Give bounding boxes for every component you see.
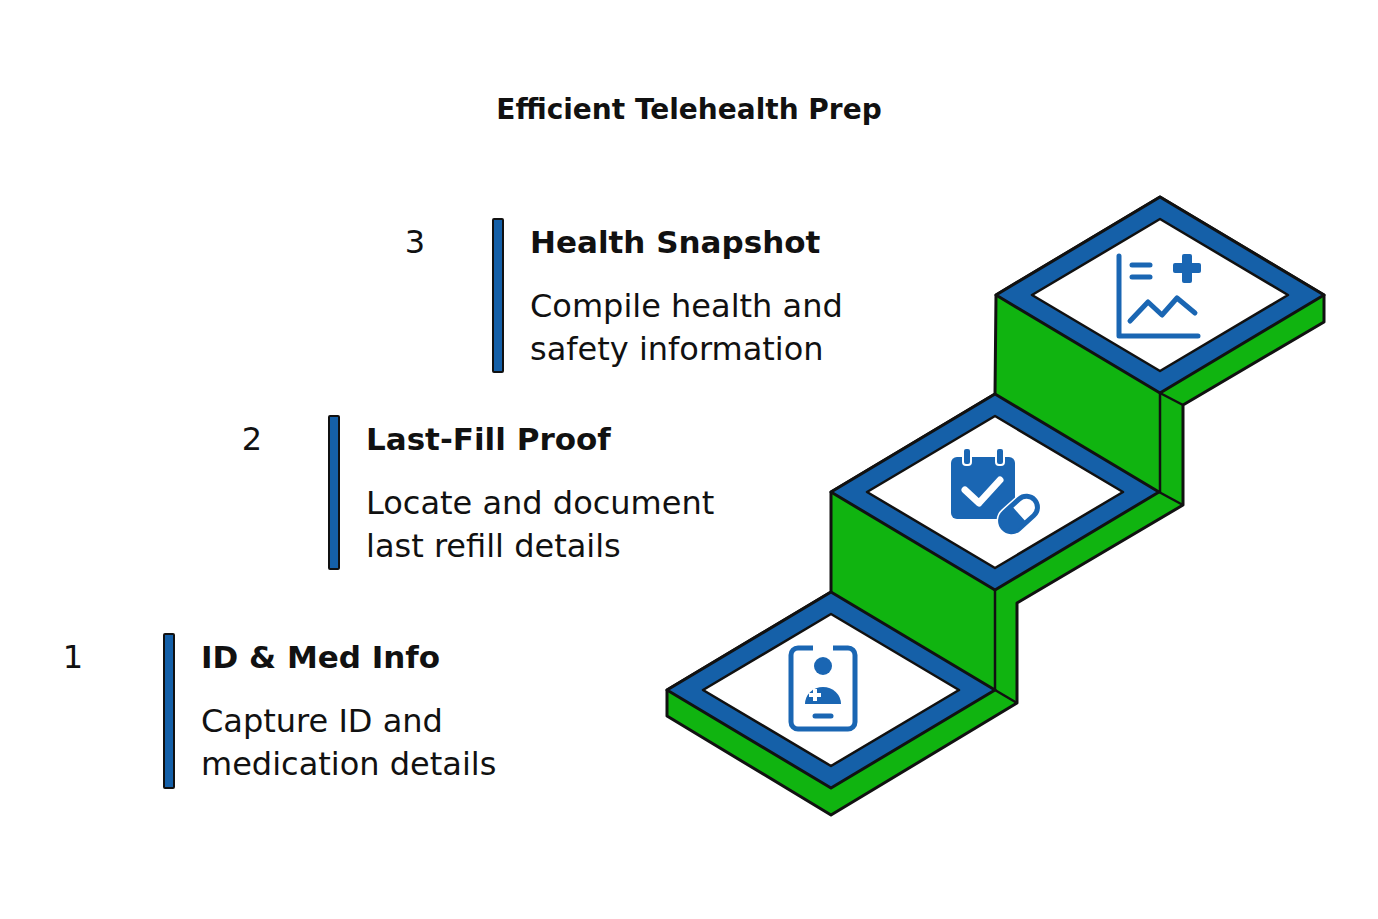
step-description: Compile health and safety information bbox=[530, 285, 930, 371]
step-face bbox=[667, 592, 995, 788]
step-face-inner bbox=[867, 416, 1123, 568]
chart-dash bbox=[1132, 263, 1150, 268]
id-badge-icon bbox=[791, 643, 855, 729]
badge-line bbox=[815, 714, 831, 719]
pill-halo bbox=[996, 492, 1042, 536]
step-item: 2 Last-Fill ProofLocate and document last… bbox=[202, 415, 766, 570]
step-number: 3 bbox=[365, 222, 425, 262]
chart-dash bbox=[1132, 275, 1150, 280]
step-item: 1 ID & Med InfoCapture ID and medication … bbox=[23, 633, 601, 789]
badge-head bbox=[814, 657, 832, 675]
calendar-ring bbox=[963, 448, 971, 465]
slab-edge bbox=[995, 690, 1017, 703]
badge-plus bbox=[809, 693, 821, 697]
badge-frame bbox=[791, 648, 855, 729]
step-face-inner bbox=[1032, 219, 1288, 371]
step-number: 2 bbox=[202, 419, 262, 459]
step-description: Capture ID and medication details bbox=[201, 700, 601, 786]
step-heading: ID & Med Info bbox=[201, 637, 440, 677]
calendar-ring bbox=[996, 448, 1004, 465]
slab-edge bbox=[1159, 492, 1183, 505]
slab-edge bbox=[1160, 393, 1183, 405]
step-face-inner bbox=[703, 614, 959, 766]
badge-clip bbox=[813, 643, 833, 652]
step-face bbox=[996, 197, 1324, 393]
step-number: 1 bbox=[23, 637, 83, 677]
step-bar bbox=[328, 415, 340, 570]
chart-plus bbox=[1173, 263, 1201, 273]
step-bar bbox=[492, 218, 504, 373]
chart-line bbox=[1130, 298, 1195, 321]
pill-half bbox=[996, 506, 1026, 536]
health-chart-icon bbox=[1119, 254, 1201, 336]
calendar-check bbox=[965, 480, 1000, 503]
riser-edge bbox=[1159, 393, 1162, 492]
riser-edge bbox=[994, 590, 997, 690]
diagram-title: Efficient Telehealth Prep bbox=[0, 88, 1378, 132]
step-face bbox=[831, 394, 1159, 590]
step-description: Locate and document last refill details bbox=[366, 482, 766, 568]
step-item: 3 Health SnapshotCompile health and safet… bbox=[365, 218, 930, 373]
step-heading: Health Snapshot bbox=[530, 222, 820, 262]
calendar-pill-icon bbox=[951, 448, 1042, 536]
step-heading: Last-Fill Proof bbox=[366, 419, 611, 459]
step-bar bbox=[163, 633, 175, 789]
badge-body bbox=[805, 687, 841, 704]
pill-capsule bbox=[996, 492, 1042, 536]
